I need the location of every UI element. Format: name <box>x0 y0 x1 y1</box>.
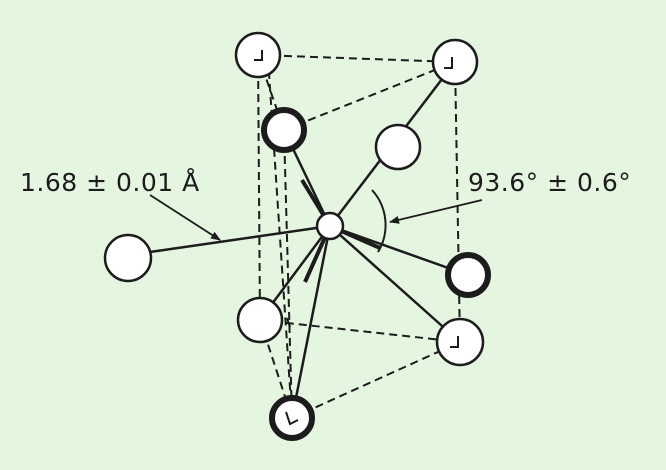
bond-left <box>149 224 331 254</box>
atom-upper-right <box>374 123 422 171</box>
atom-marker <box>285 411 299 426</box>
cell-edge <box>257 54 456 63</box>
bond-bottom <box>290 225 332 419</box>
atom-bottom-bold <box>269 395 315 441</box>
cell-edge <box>257 54 261 321</box>
label-leaders <box>149 194 483 241</box>
atom-lower-left <box>236 296 284 344</box>
bond-angle-arc <box>371 189 387 253</box>
cell-edge <box>259 319 461 343</box>
atom-marker <box>286 317 291 328</box>
atom-marker <box>254 50 263 61</box>
cell-edge <box>283 61 456 131</box>
angle-arcs <box>371 189 387 253</box>
bonds <box>149 61 469 419</box>
cell-edge <box>283 129 293 419</box>
bond-angle-leader <box>389 199 483 224</box>
atom-upper-left-bold <box>261 107 307 153</box>
cell-edge <box>267 57 293 419</box>
atom-central <box>315 211 345 241</box>
atoms <box>103 31 491 441</box>
cell-edge <box>291 341 461 419</box>
bond-length-leader <box>149 194 221 241</box>
cell-edge <box>454 61 461 343</box>
atom-right-bold <box>445 252 491 298</box>
atom-top-left <box>234 31 282 79</box>
bond-lower-right <box>329 225 461 343</box>
atom-markers <box>254 50 459 426</box>
atom-top-right <box>431 38 479 86</box>
atom-left <box>103 233 153 283</box>
bond-length-label: 1.68 ± 0.01 Å <box>20 168 200 197</box>
atom-marker <box>444 57 453 69</box>
atom-lower-right <box>435 317 485 367</box>
atom-marker <box>450 336 459 348</box>
bond-angle-label: 93.6° ± 0.6° <box>468 168 632 197</box>
